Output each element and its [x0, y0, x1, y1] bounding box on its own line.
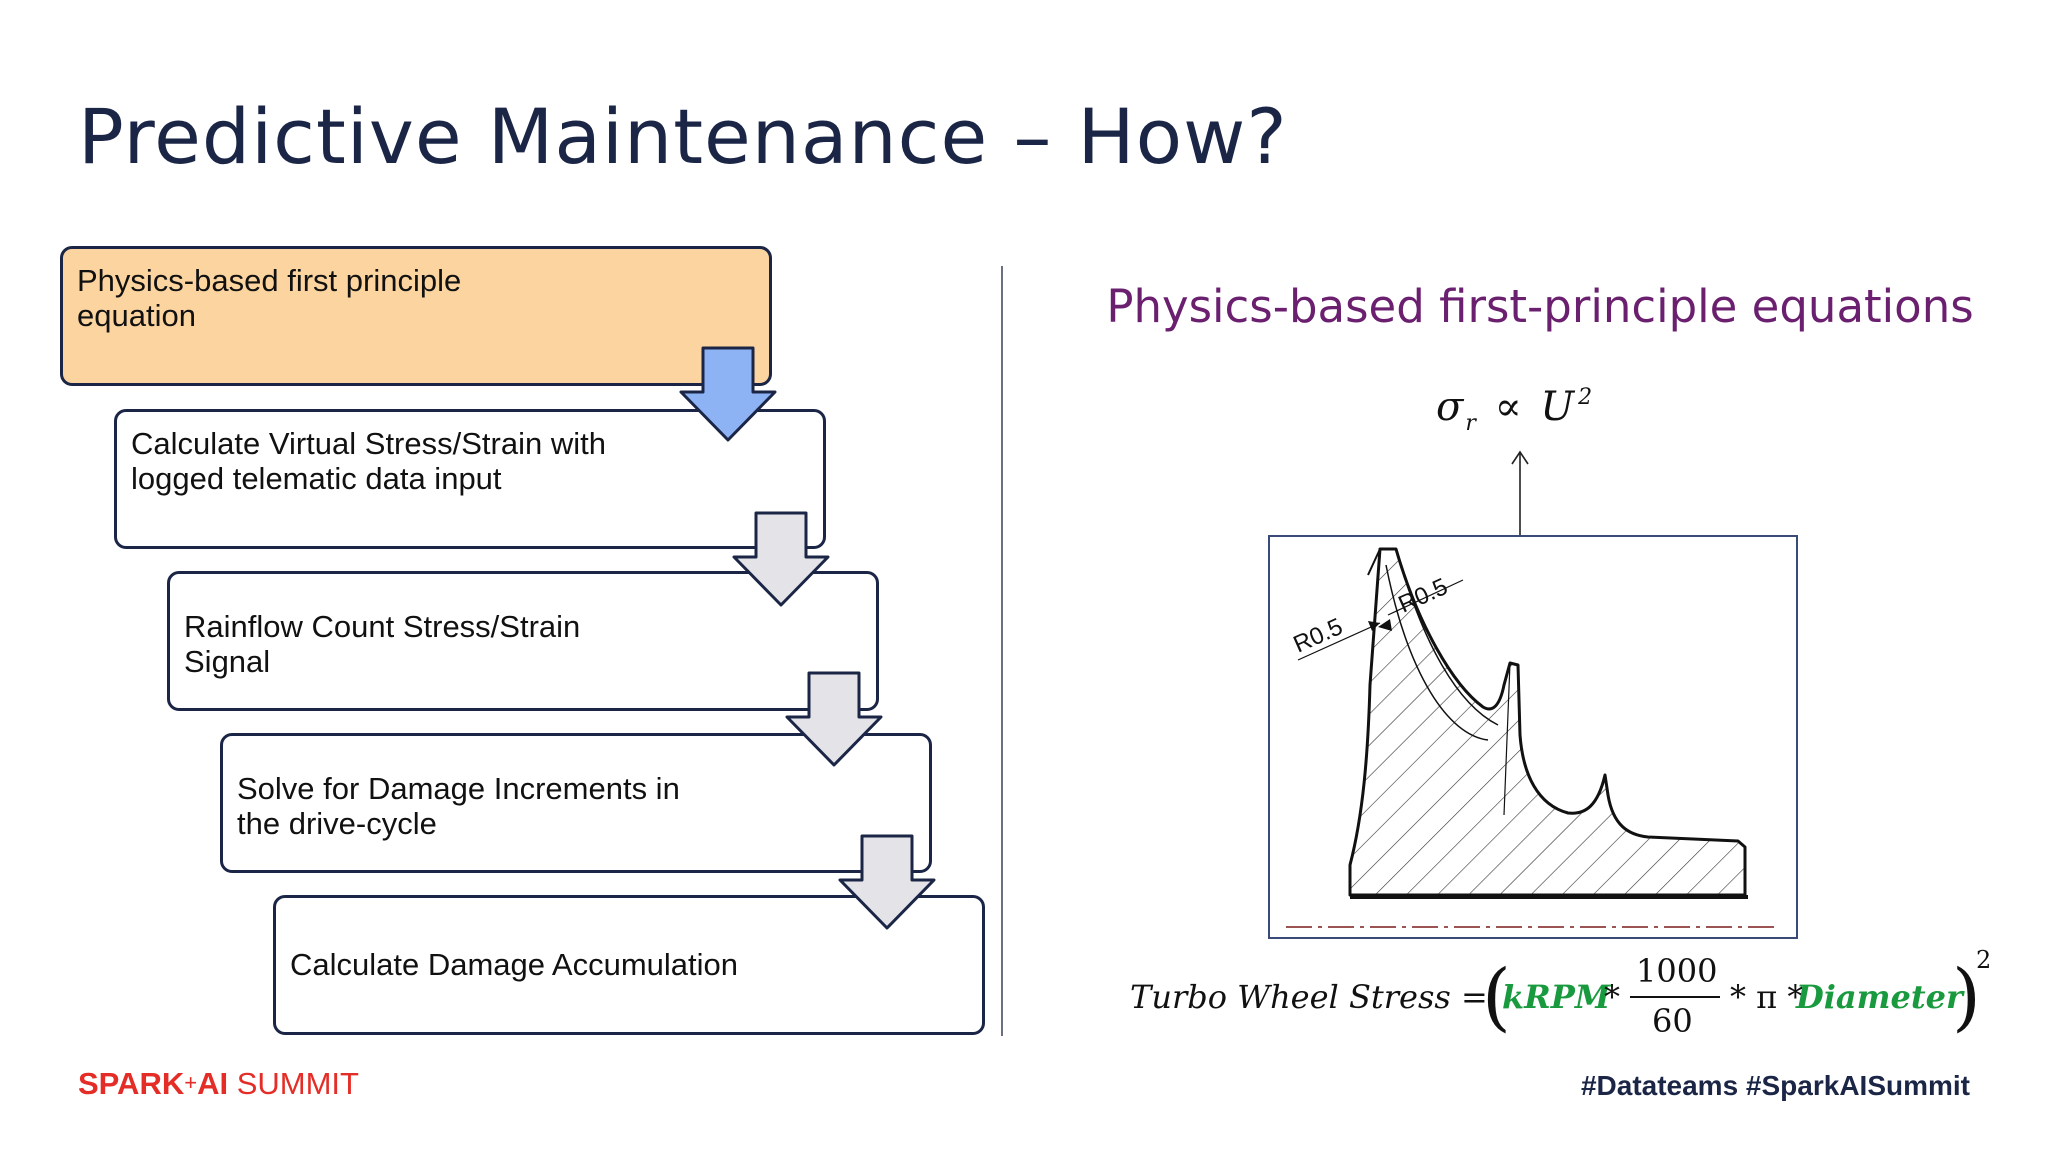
vertical-divider	[1001, 266, 1003, 1036]
formula-term-krpm: kRPM	[1502, 978, 1611, 1016]
spark-ai-summit-logo: SPARK+AI SUMMIT	[78, 1066, 359, 1101]
formula-times: *	[1604, 978, 1620, 1016]
footer-hashtags: #Datateams #SparkAISummit	[1580, 1070, 1970, 1101]
flow-step-2-label: Calculate Virtual Stress/Strain with log…	[131, 426, 606, 496]
turbo-wheel-cross-section: R0.5 R0.5	[1286, 547, 1780, 928]
flow-step-2: Calculate Virtual Stress/Strain with log…	[114, 409, 826, 549]
flow-arrow-blue-icon	[679, 346, 777, 442]
formula-denominator: 60	[1652, 1002, 1693, 1040]
flow-step-5: Calculate Damage Accumulation	[273, 895, 985, 1035]
flow-arrow-gray-icon	[838, 834, 936, 930]
flow-step-1: Physics-based first principle equation	[60, 246, 772, 386]
flow-arrow-gray-icon	[785, 671, 883, 767]
relation-lhs: σ	[1436, 384, 1464, 430]
relation-lhs-sub: r	[1465, 411, 1476, 436]
turbo-wheel-stress-formula: Turbo Wheel Stress = ( kRPM * 1000 60 * …	[1130, 946, 2010, 1050]
right-heading: Physics-based first-principle equations	[1106, 280, 1974, 333]
formula-pi-part: * π *	[1730, 978, 1804, 1016]
flow-step-5-label: Calculate Damage Accumulation	[290, 947, 739, 982]
flow-arrow-gray-icon	[732, 511, 830, 607]
flow-step-4: Solve for Damage Increments in the drive…	[220, 733, 932, 873]
flow-step-3: Rainflow Count Stress/Strain Signal	[167, 571, 879, 711]
relation-rhs: U	[1540, 384, 1575, 430]
radius-label-left: R0.5	[1289, 613, 1346, 658]
slide-title: Predictive Maintenance – How?	[78, 92, 1288, 181]
flow-step-3-label: Rainflow Count Stress/Strain Signal	[184, 609, 581, 679]
formula-numerator: 1000	[1636, 952, 1718, 990]
formula-lhs: Turbo Wheel Stress =	[1130, 978, 1488, 1016]
relation-op: ∝	[1494, 384, 1522, 430]
relation-rhs-sup: 2	[1578, 385, 1593, 410]
formula-term-diameter: Diameter	[1796, 978, 1963, 1016]
formula-exponent: 2	[1976, 946, 1992, 974]
arrow-up-icon	[1511, 450, 1529, 536]
formula-open-paren: (	[1482, 954, 1511, 1040]
formula-fraction-bar	[1630, 996, 1720, 998]
flow-step-1-label: Physics-based first principle equation	[77, 263, 462, 333]
formula-close-paren: )	[1952, 954, 1981, 1040]
flow-step-4-label: Solve for Damage Increments in the drive…	[237, 771, 680, 841]
